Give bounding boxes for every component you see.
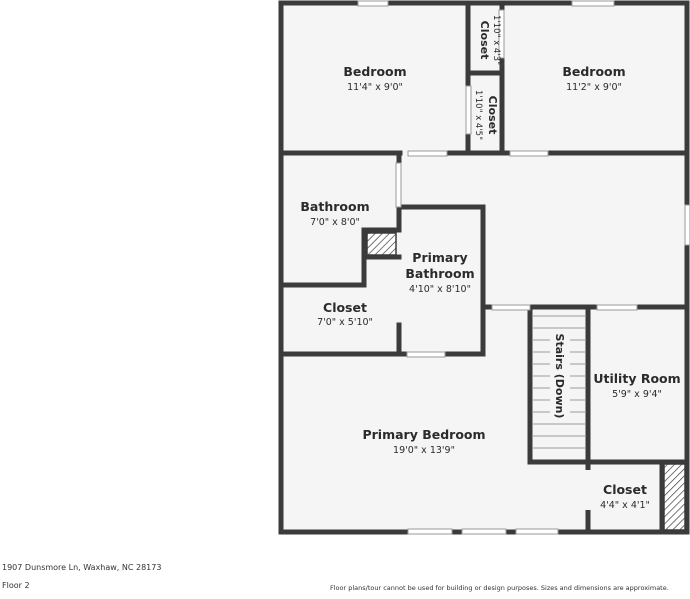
room-dim-bathroom: 7'0" x 8'0" xyxy=(310,217,360,228)
room-name-closet-left: Closet xyxy=(323,300,367,315)
room-dim-utility-room: 5'9" x 9'4" xyxy=(612,389,662,400)
room-name-primary-bathroom-1: Primary xyxy=(412,250,467,265)
room-dim-closet-left: 7'0" x 5'10" xyxy=(317,317,373,328)
room-dim-closet-small: 4'4" x 4'1" xyxy=(600,500,650,511)
shaft-hatch-closet xyxy=(663,463,686,531)
room-name-bedroom-right: Bedroom xyxy=(562,64,625,79)
room-name-closet-top: Closet xyxy=(478,21,491,60)
room-name-closet-mid: Closet xyxy=(486,96,499,135)
room-dim-closet-mid: 1'10" x 4'5" xyxy=(473,90,483,140)
room-dim-bedroom-right: 11'2" x 9'0" xyxy=(566,82,622,93)
room-name-bedroom-left: Bedroom xyxy=(343,64,406,79)
stairs-label-bg xyxy=(550,330,570,422)
room-dim-primary-bathroom: 4'10" x 8'10" xyxy=(409,284,471,295)
room-name-bathroom: Bathroom xyxy=(300,199,369,214)
property-address: 1907 Dunsmore Ln, Waxhaw, NC 28173 xyxy=(2,563,162,572)
room-name-primary-bathroom-2: Bathroom xyxy=(405,266,474,281)
shaft-hatch-bathroom xyxy=(366,232,397,256)
room-name-closet-small: Closet xyxy=(603,482,647,497)
floor-label: Floor 2 xyxy=(2,581,30,590)
room-name-utility-room: Utility Room xyxy=(593,371,680,386)
windows xyxy=(357,0,690,535)
room-name-primary-bedroom: Primary Bedroom xyxy=(362,427,485,442)
room-name-stairs: Stairs (Down) xyxy=(553,334,566,419)
disclaimer-text: Floor plans/tour cannot be used for buil… xyxy=(330,584,669,592)
room-dim-closet-top: 1'10" x 4'3" xyxy=(491,15,501,65)
room-dim-bedroom-left: 11'4" x 9'0" xyxy=(347,82,403,93)
room-dim-primary-bedroom: 19'0" x 13'9" xyxy=(393,445,455,456)
